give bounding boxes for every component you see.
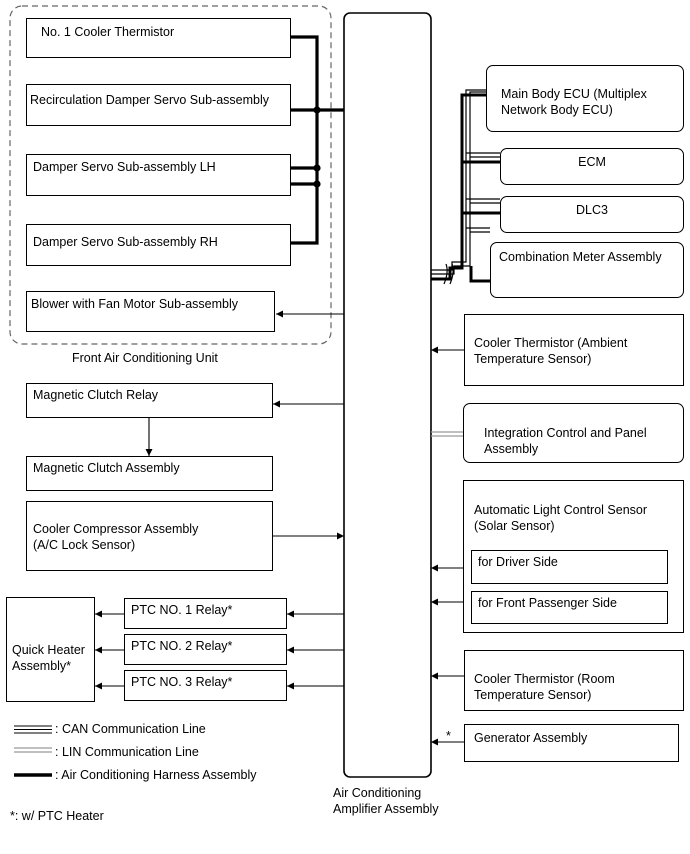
integration-panel-box: Integration Control and Panel Assembly [463,403,684,463]
ambient-sensor-label: Cooler Thermistor (Ambient Temperature S… [474,336,628,366]
harness-front-unit [290,35,344,245]
recirc-damper-box: Recirculation Damper Servo Sub-assembly [26,84,291,126]
damper-rh-label: Damper Servo Sub-assembly RH [33,235,218,249]
ptc-relay-3-box: PTC NO. 3 Relay* [124,670,287,701]
legend-can-symbol [14,725,52,734]
generator-mark: * [446,729,451,743]
room-sensor-box: Cooler Thermistor (Room Temperature Sens… [464,650,684,711]
footnote: *: w/ PTC Heater [10,809,104,823]
legend-can-label: : CAN Communication Line [55,722,206,736]
dlc3-box: DLC3 [500,196,684,233]
amplifier-box [343,12,432,778]
passenger-side-label: for Front Passenger Side [478,596,617,610]
generator-label: Generator Assembly [474,731,588,745]
generator-box: Generator Assembly [464,724,679,762]
recirc-damper-label: Recirculation Damper Servo Sub-assembly [30,93,269,107]
blower-label: Blower with Fan Motor Sub-assembly [31,297,239,311]
quick-heater-label: Quick Heater Assembly* [12,643,85,673]
bus-break [443,263,454,285]
ptc-relay-1-label: PTC NO. 1 Relay* [131,603,233,617]
ptc-relay-3-label: PTC NO. 3 Relay* [131,675,233,689]
magnetic-clutch-assembly-label: Magnetic Clutch Assembly [33,461,180,475]
driver-side-box: for Driver Side [471,550,668,584]
damper-lh-box: Damper Servo Sub-assembly LH [26,154,291,196]
front-unit-label: Front Air Conditioning Unit [72,351,218,365]
damper-rh-box: Damper Servo Sub-assembly RH [26,224,291,266]
magnetic-clutch-relay-box: Magnetic Clutch Relay [26,383,273,418]
ptc-relay-2-label: PTC NO. 2 Relay* [131,639,233,653]
amplifier-label: Air Conditioning Amplifier Assembly [333,786,439,816]
damper-lh-label: Damper Servo Sub-assembly LH [33,160,216,174]
passenger-side-box: for Front Passenger Side [471,591,668,624]
harness-junctions [313,106,321,188]
cooler-thermistor-1-label: No. 1 Cooler Thermistor [41,25,175,39]
magnetic-clutch-assembly-box: Magnetic Clutch Assembly [26,456,273,491]
front-unit-enclosure [9,5,332,345]
integration-panel-label: Integration Control and Panel Assembly [484,426,647,456]
legend-harness-label: : Air Conditioning Harness Assembly [55,768,257,782]
ptc-relay-2-box: PTC NO. 2 Relay* [124,634,287,665]
driver-side-label: for Driver Side [478,555,558,569]
ambient-sensor-box: Cooler Thermistor (Ambient Temperature S… [464,314,684,386]
legend-lin-symbol [14,747,52,753]
combination-meter-box: Combination Meter Assembly [490,242,684,298]
legend-lin-label: : LIN Communication Line [55,745,199,759]
dlc3-label: DLC3 [576,203,608,217]
cooler-thermistor-1-box: No. 1 Cooler Thermistor [26,18,291,58]
cooler-compressor-label: Cooler Compressor Assembly (A/C Lock Sen… [33,522,199,552]
ecm-box: ECM [500,148,684,185]
magnetic-clutch-relay-label: Magnetic Clutch Relay [33,388,159,402]
main-body-ecu-box: Main Body ECU (Multiplex Network Body EC… [486,65,684,132]
cooler-compressor-box: Cooler Compressor Assembly (A/C Lock Sen… [26,501,273,571]
solar-sensor-label: Automatic Light Control Sensor (Solar Se… [474,503,648,533]
ptc-relay-1-box: PTC NO. 1 Relay* [124,598,287,629]
quick-heater-box: Quick Heater Assembly* [6,597,95,702]
lin-line [431,431,463,437]
main-body-ecu-label: Main Body ECU (Multiplex Network Body EC… [501,87,647,117]
blower-box: Blower with Fan Motor Sub-assembly [26,291,275,332]
combination-meter-label: Combination Meter Assembly [499,250,662,264]
room-sensor-label: Cooler Thermistor (Room Temperature Sens… [474,672,615,702]
can-lines [431,89,500,275]
ecm-label: ECM [578,155,606,169]
